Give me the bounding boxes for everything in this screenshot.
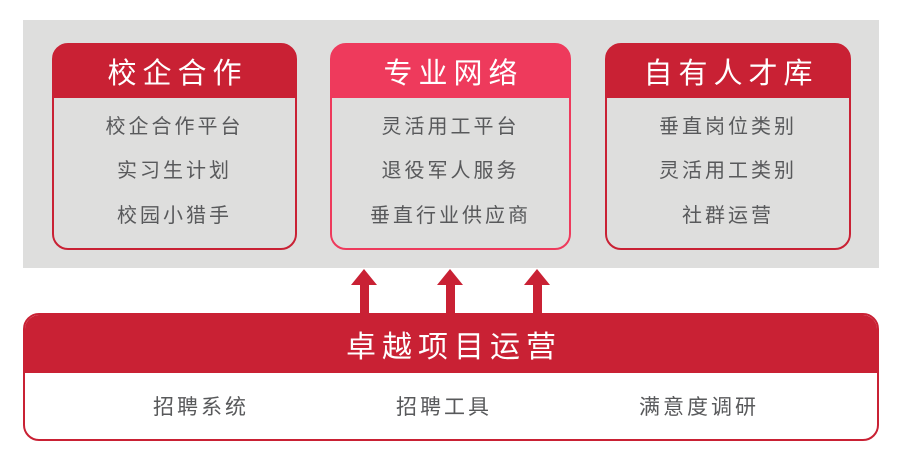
- arrow-head: [351, 269, 377, 285]
- up-arrow-icon: [437, 269, 463, 314]
- channels-panel: 校企合作 校企合作平台 实习生计划 校园小猎手 专业网络 灵活用工平台 退役军人…: [23, 20, 879, 268]
- card-school-enterprise-cooperation: 校企合作 校企合作平台 实习生计划 校园小猎手: [52, 43, 297, 250]
- arrow-stem: [445, 284, 455, 314]
- arrow-head: [524, 269, 550, 285]
- card-title: 自有人才库: [606, 44, 850, 98]
- card-item: 实习生计划: [117, 158, 232, 183]
- card-item: 校园小猎手: [117, 202, 232, 227]
- card-title: 专业网络: [331, 44, 570, 98]
- card-item: 灵活用工类别: [659, 158, 797, 183]
- operations-panel-title: 卓越项目运营: [25, 315, 877, 373]
- card-body: 垂直岗位类别 灵活用工类别 社群运营: [607, 98, 849, 247]
- up-arrow-icon: [351, 269, 377, 314]
- card-body: 灵活用工平台 退役军人服务 垂直行业供应商: [332, 98, 569, 247]
- card-item: 垂直行业供应商: [370, 202, 531, 227]
- card-item: 垂直岗位类别: [659, 114, 797, 139]
- card-body: 校企合作平台 实习生计划 校园小猎手: [54, 98, 295, 247]
- card-item: 社群运营: [682, 202, 774, 227]
- arrow-stem: [532, 284, 542, 314]
- operations-panel: 卓越项目运营 招聘系统 招聘工具 满意度调研: [23, 313, 879, 441]
- operations-item: 招聘系统: [153, 394, 249, 419]
- card-item: 退役军人服务: [381, 158, 520, 183]
- card-professional-network: 专业网络 灵活用工平台 退役军人服务 垂直行业供应商: [330, 43, 571, 250]
- operations-item: 满意度调研: [639, 394, 759, 419]
- card-item: 校企合作平台: [105, 114, 244, 139]
- card-item: 灵活用工平台: [381, 114, 520, 139]
- up-arrow-icon: [524, 269, 550, 314]
- card-own-talent-pool: 自有人才库 垂直岗位类别 灵活用工类别 社群运营: [605, 43, 851, 250]
- arrow-stem: [359, 284, 369, 314]
- operations-item: 招聘工具: [396, 394, 492, 419]
- arrow-head: [437, 269, 463, 285]
- operations-panel-body: 招聘系统 招聘工具 满意度调研: [25, 373, 877, 438]
- card-title: 校企合作: [53, 44, 296, 98]
